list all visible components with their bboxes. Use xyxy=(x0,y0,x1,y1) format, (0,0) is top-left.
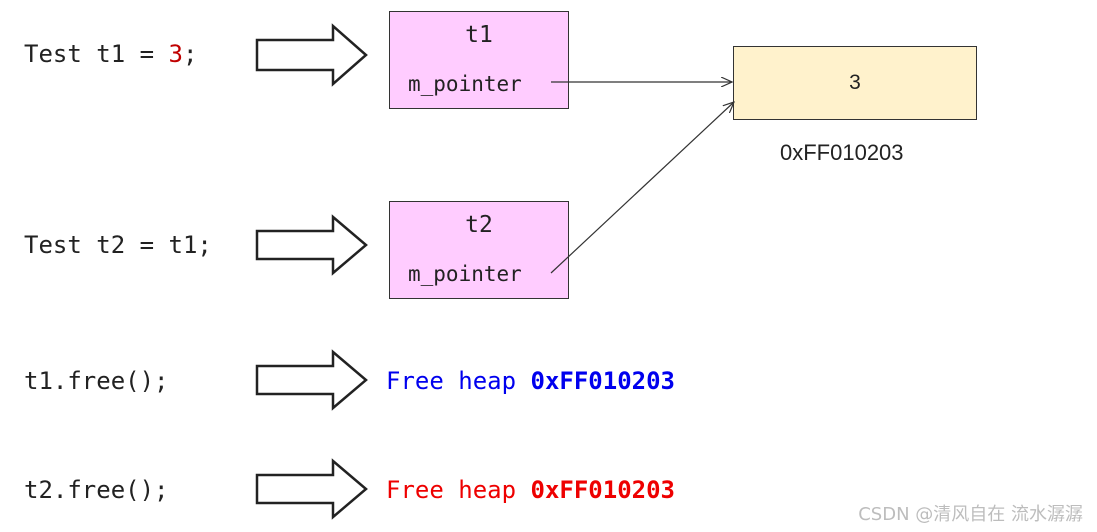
free-message-t2-label: Free heap xyxy=(386,476,531,504)
object-t1-name: t1 xyxy=(465,22,493,48)
heap-address-label: 0xFF010203 xyxy=(780,140,904,165)
heap-memory-box: 3 xyxy=(733,46,977,120)
free-message-t1-address: 0xFF010203 xyxy=(530,367,676,395)
free-message-t2: Free heap 0xFF010203 xyxy=(386,478,675,502)
literal-three: 3 xyxy=(168,40,183,68)
hollow-arrow-icon-2 xyxy=(255,214,368,276)
heap-value: 3 xyxy=(849,71,861,94)
object-t2-name: t2 xyxy=(465,212,493,238)
statement-t2-free: t2.free(); xyxy=(24,476,169,504)
statement-test-t1-suffix: ; xyxy=(182,40,198,68)
pointer-arrow-t2 xyxy=(550,102,734,274)
statement-test-t1-prefix: Test t1 = xyxy=(24,40,169,68)
statement-test-t1: Test t1 = 3; xyxy=(24,42,197,66)
hollow-arrow-icon-3 xyxy=(255,349,368,411)
hollow-arrow-icon-4 xyxy=(255,458,368,520)
csdn-watermark: CSDN @清风自在 流水潺潺 xyxy=(858,504,1083,525)
object-t2-box: t2 m_pointer xyxy=(389,201,569,299)
free-message-t2-address: 0xFF010203 xyxy=(530,476,676,504)
statement-test-t2: Test t2 = t1; xyxy=(24,231,212,259)
hollow-arrow-icon-1 xyxy=(255,23,368,87)
free-message-t1: Free heap 0xFF010203 xyxy=(386,369,675,393)
object-t1-box: t1 m_pointer xyxy=(389,11,569,109)
object-t2-member: m_pointer xyxy=(408,262,522,286)
free-message-t1-label: Free heap xyxy=(386,367,531,395)
statement-t1-free: t1.free(); xyxy=(24,367,169,395)
object-t1-member: m_pointer xyxy=(408,72,522,96)
